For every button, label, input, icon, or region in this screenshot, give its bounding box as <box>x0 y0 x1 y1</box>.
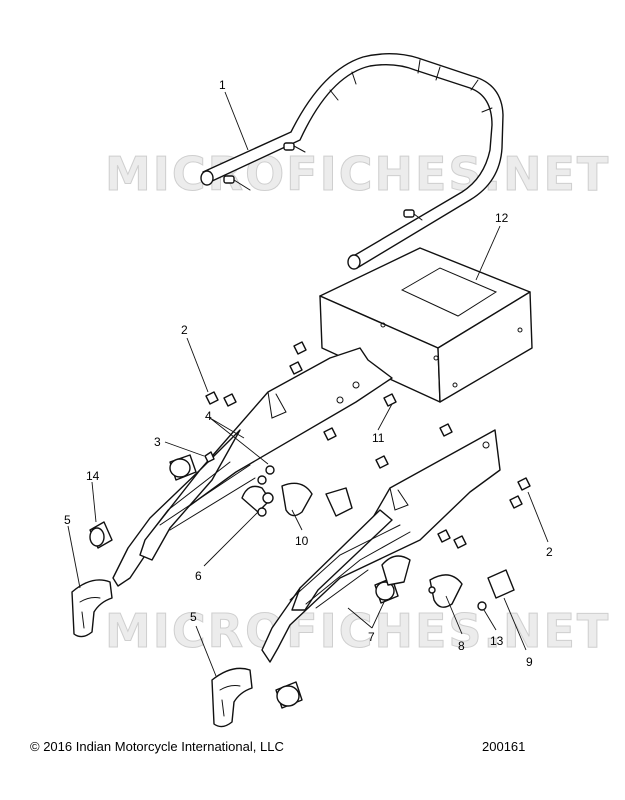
callout-8: 8 <box>458 639 465 653</box>
callout-12: 12 <box>495 211 509 225</box>
left-side-plate <box>112 347 393 587</box>
watermark-top: MICROFICHES.NET <box>105 147 610 201</box>
callout-9: 9 <box>526 655 533 669</box>
right-bushings <box>275 577 399 709</box>
callout-labels: 1 2 2 3 4 5 5 6 7 8 9 10 11 12 13 14 <box>64 78 553 669</box>
right-clip <box>211 667 253 728</box>
callout-5-right: 5 <box>190 610 197 624</box>
callout-10: 10 <box>295 534 309 548</box>
callout-2-right: 2 <box>546 545 553 559</box>
callout-11: 11 <box>372 431 385 445</box>
callout-6: 6 <box>195 569 202 583</box>
left-clip <box>71 579 113 638</box>
right-latch <box>381 555 515 611</box>
backrest-tube <box>200 53 504 270</box>
callout-4: 4 <box>205 409 212 423</box>
callout-13: 13 <box>490 634 504 648</box>
copyright-text: © 2016 Indian Motorcycle International, … <box>30 739 284 754</box>
callout-1: 1 <box>219 78 226 92</box>
fasteners <box>204 341 531 549</box>
watermark-bottom: MICROFICHES.NET <box>105 604 610 658</box>
callout-5-left: 5 <box>64 513 71 527</box>
luggage-rack-box <box>319 247 533 403</box>
leader-lines <box>67 91 549 677</box>
callout-3: 3 <box>154 435 161 449</box>
left-latch <box>241 482 353 517</box>
right-side-plate <box>261 429 501 663</box>
callout-2-left: 2 <box>181 323 188 337</box>
left-bushing <box>89 454 197 549</box>
callout-14: 14 <box>86 469 100 483</box>
callout-7: 7 <box>368 630 375 644</box>
drawing-number: 200161 <box>482 739 526 754</box>
